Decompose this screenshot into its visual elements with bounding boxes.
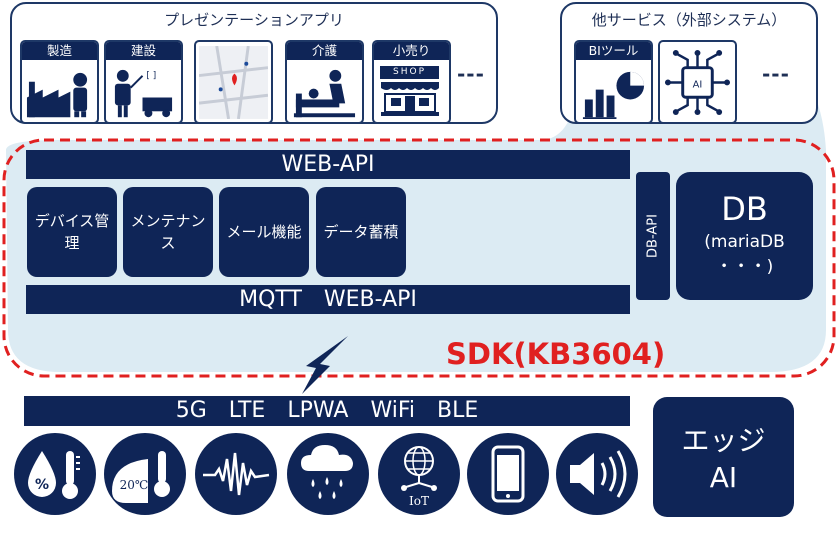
- tile-label: 小売り: [374, 42, 449, 60]
- sdk-label: SDK(KB3604): [446, 337, 666, 371]
- bi-chart-icon: [582, 71, 645, 120]
- speaker-icon: [570, 450, 627, 498]
- sensor-iot[interactable]: IoT: [378, 433, 460, 515]
- tile-label: BIツール: [576, 42, 651, 60]
- db-title: DB: [721, 190, 768, 228]
- function-device-management: デバイス管理: [27, 187, 117, 277]
- humidity-temperature-icon: %: [28, 451, 80, 499]
- shop-sign: SHOP: [380, 66, 439, 79]
- tile-label: 製造: [22, 42, 97, 60]
- web-api-bar: WEB-API: [26, 150, 630, 179]
- temperature-value: 20℃: [120, 478, 149, 492]
- care-icon: [293, 69, 356, 118]
- sensor-temperature[interactable]: 20℃: [104, 433, 186, 515]
- function-maintenance: メンテナンス: [123, 187, 213, 277]
- sensor-vibration[interactable]: [195, 433, 277, 515]
- tile-retail[interactable]: 小売り SHOP: [372, 40, 451, 124]
- svg-text:AI: AI: [693, 79, 703, 90]
- tile-ai-service[interactable]: AI: [658, 40, 737, 124]
- construction-icon: [ ]: [114, 69, 173, 118]
- db-box: DB (mariaDB ・・・): [676, 172, 813, 300]
- function-data-storage: データ蓄積: [316, 187, 406, 277]
- smartphone-icon: [491, 445, 525, 503]
- sensor-speaker[interactable]: [556, 433, 638, 515]
- more-apps-indicator: ---: [457, 62, 485, 86]
- external-services-box: 他サービス（外部システム） BIツール AI ---: [560, 2, 818, 124]
- tile-label: 介護: [287, 42, 362, 60]
- db-subtitle-2: ・・・): [715, 257, 774, 277]
- tile-construction[interactable]: 建設 [ ]: [104, 40, 183, 124]
- map-icon: [199, 46, 268, 119]
- tile-manufacturing[interactable]: 製造: [20, 40, 99, 124]
- edge-ai-line2: AI: [709, 461, 738, 494]
- sensor-smartphone[interactable]: [467, 433, 549, 515]
- db-api-label: DB-API: [645, 214, 661, 258]
- humidity-percent: %: [35, 477, 49, 493]
- sdk-dashed-border: [2, 138, 836, 378]
- edge-ai-line1: エッジ: [681, 424, 766, 457]
- iot-globe-icon: IoT: [401, 446, 437, 508]
- tile-map[interactable]: [194, 40, 273, 124]
- edge-ai-box: エッジ AI: [653, 397, 794, 517]
- presentation-app-title: プレゼンテーションアプリ: [164, 11, 344, 29]
- presentation-app-box: プレゼンテーションアプリ 製造 建設 [ ]: [10, 2, 498, 124]
- external-services-title: 他サービス（外部システム）: [591, 11, 787, 29]
- sensor-rain[interactable]: [287, 433, 369, 515]
- ai-chip-icon: AI: [664, 49, 731, 115]
- sensor-humidity-temperature[interactable]: %: [14, 433, 96, 515]
- rain-icon: [301, 445, 353, 499]
- svg-text:[ ]: [ ]: [146, 71, 156, 81]
- wireless-bolt-icon: [302, 336, 348, 394]
- db-api-bar: DB-API: [636, 172, 670, 300]
- factory-icon: [26, 72, 88, 118]
- more-services-indicator: ---: [762, 62, 790, 86]
- tile-bi-tool[interactable]: BIツール: [574, 40, 653, 124]
- vibration-icon: [203, 452, 270, 496]
- mqtt-web-api-bar: MQTT WEB-API: [26, 285, 630, 314]
- tile-care[interactable]: 介護: [285, 40, 364, 124]
- function-mail: メール機能: [219, 187, 309, 277]
- network-bar: 5G LTE LPWA WiFi BLE: [24, 396, 630, 426]
- iot-label: IoT: [409, 494, 429, 508]
- tile-label: 建設: [106, 42, 181, 60]
- temperature-icon: 20℃: [112, 451, 170, 503]
- db-subtitle: (mariaDB: [704, 232, 785, 252]
- shop-icon: [381, 82, 439, 116]
